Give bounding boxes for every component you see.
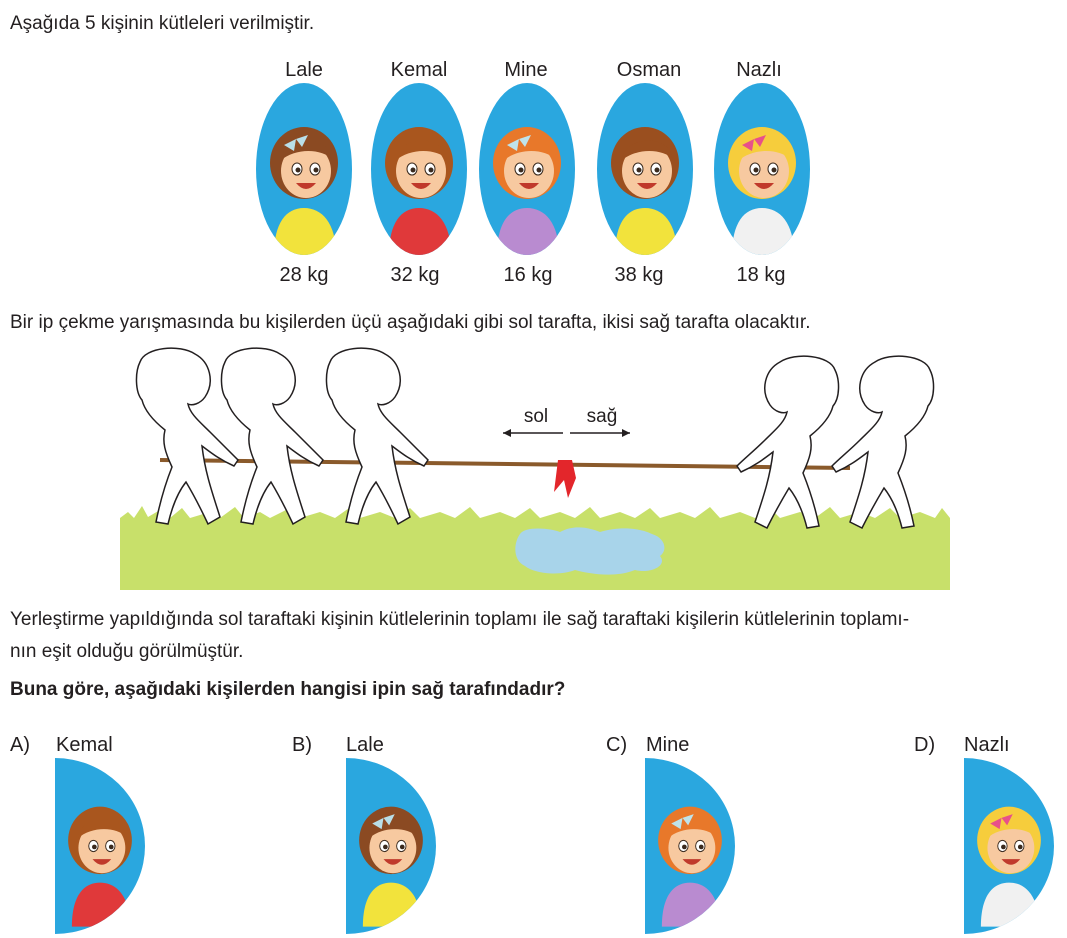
person-name-osman: Osman xyxy=(616,59,682,81)
portrait-osman xyxy=(597,83,693,255)
face xyxy=(504,144,554,198)
mouth xyxy=(383,859,403,865)
condition-line-1: Yerleştirme yapıldığında sol taraftaki k… xyxy=(10,609,910,630)
water-puddle xyxy=(515,527,665,575)
mouth xyxy=(92,859,112,865)
mouth xyxy=(637,183,657,189)
shirt xyxy=(362,882,421,927)
silhouette-right-2 xyxy=(831,355,935,530)
face xyxy=(396,144,446,198)
silhouette-right-1 xyxy=(736,355,840,530)
hair-bow xyxy=(671,814,694,830)
hair-bow xyxy=(507,135,531,151)
left-label: sol xyxy=(524,406,548,427)
option-b-portrait xyxy=(346,758,436,934)
child-illustration xyxy=(728,127,796,255)
child-illustration xyxy=(977,806,1041,927)
face xyxy=(369,822,417,874)
shirt xyxy=(71,882,130,927)
hair-bow xyxy=(990,814,1013,830)
intro-text: Aşağıda 5 kişinin kütleleri verilmiştir. xyxy=(10,13,315,34)
shirt xyxy=(274,208,336,255)
option-d-name: Nazlı xyxy=(964,734,1010,756)
hair-bow xyxy=(284,135,308,151)
mouth xyxy=(1001,859,1021,865)
child-illustration xyxy=(270,127,338,255)
tug-of-war-illustration: sol sağ xyxy=(120,342,950,590)
face xyxy=(668,822,716,874)
child-illustration xyxy=(359,806,423,927)
person-mass-lale: 28 kg xyxy=(279,264,329,286)
hair-bow xyxy=(742,135,766,151)
mouth xyxy=(296,183,316,189)
shirt xyxy=(980,882,1039,927)
option-b-name: Lale xyxy=(346,734,384,756)
silhouette-left-3 xyxy=(325,347,429,526)
portrait-kemal xyxy=(371,83,467,255)
child-illustration xyxy=(385,127,453,255)
option-b-letter: B) xyxy=(292,734,312,756)
child-illustration xyxy=(611,127,679,255)
portrait-mine xyxy=(479,83,575,255)
face xyxy=(739,144,789,198)
mouth xyxy=(411,183,431,189)
person-name-lale: Lale xyxy=(285,59,323,81)
face xyxy=(78,822,126,874)
question-text: Buna göre, aşağıdaki kişilerden hangisi … xyxy=(10,679,566,700)
shirt xyxy=(389,208,451,255)
face xyxy=(281,144,331,198)
portrait-nazli xyxy=(714,83,810,255)
child-illustration xyxy=(658,806,722,927)
shirt xyxy=(732,208,794,255)
person-mass-mine: 16 kg xyxy=(503,264,553,286)
red-flag xyxy=(554,460,576,498)
option-c-portrait xyxy=(645,758,735,934)
option-d-portrait xyxy=(964,758,1054,934)
condition-line-2: nın eşit olduğu görülmüştür. xyxy=(10,641,244,662)
option-c-letter: C) xyxy=(606,734,628,756)
person-name-mine: Mine xyxy=(504,59,548,81)
tug-of-war-scene: sol sağ xyxy=(120,347,950,590)
right-label: sağ xyxy=(587,406,618,427)
shirt xyxy=(497,208,559,255)
option-c-name: Mine xyxy=(646,734,690,756)
person-mass-nazli: 18 kg xyxy=(736,264,786,286)
face xyxy=(622,144,672,198)
person-name-kemal: Kemal xyxy=(390,59,448,81)
shirt xyxy=(615,208,677,255)
option-d-letter: D) xyxy=(914,734,936,756)
person-mass-osman: 38 kg xyxy=(614,264,664,286)
person-name-nazli: Nazlı xyxy=(736,59,782,81)
shirt xyxy=(661,882,720,927)
option-a-name: Kemal xyxy=(56,734,113,756)
option-a-portrait xyxy=(55,758,145,934)
mouth xyxy=(754,183,774,189)
silhouette-left-1 xyxy=(135,347,239,526)
statement-text: Bir ip çekme yarışmasında bu kişilerden … xyxy=(10,312,811,333)
person-mass-kemal: 32 kg xyxy=(390,264,440,286)
face xyxy=(987,822,1035,874)
portrait-lale xyxy=(256,83,352,255)
mouth xyxy=(682,859,702,865)
mouth xyxy=(519,183,539,189)
child-illustration xyxy=(68,806,132,927)
silhouette-left-2 xyxy=(220,347,324,526)
hair-bow xyxy=(372,814,395,830)
option-a-letter: A) xyxy=(10,734,30,756)
child-illustration xyxy=(493,127,561,255)
